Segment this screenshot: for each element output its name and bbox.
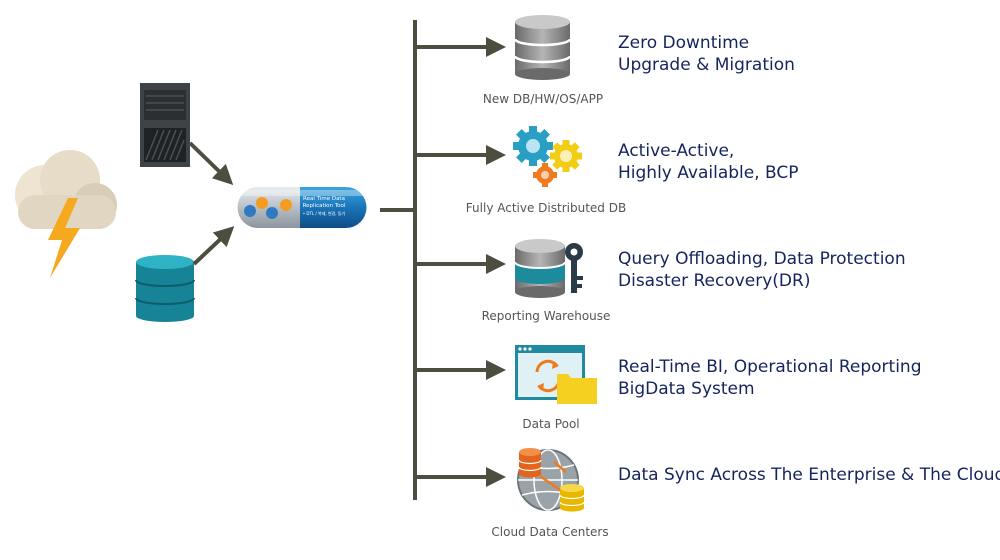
target-label-4: Data Pool xyxy=(522,417,579,431)
key-icon xyxy=(565,243,583,293)
gears-icon xyxy=(513,126,582,187)
database-to-capsule-arrow xyxy=(192,226,235,266)
description-line: Disaster Recovery(DR) xyxy=(618,270,811,291)
database-key-icon xyxy=(514,239,583,298)
description-line: Active-Active, xyxy=(618,141,735,161)
description-line: Zero Downtime xyxy=(618,33,750,53)
description-line: Query Offloading, Data Protection xyxy=(618,249,906,269)
capsule-title-line1: Real Time Data xyxy=(303,196,345,202)
teal-database-icon xyxy=(135,255,195,322)
capsule-dot-blue-icon xyxy=(244,205,256,217)
replication-capsule: Real Time Data Replication Tool • DTL / … xyxy=(237,187,367,228)
server-to-capsule-arrow xyxy=(188,141,234,185)
target-description-1: Zero Downtime Upgrade & Migration xyxy=(618,33,795,76)
description-line: Highly Available, BCP xyxy=(618,162,799,183)
target-label-2: Fully Active Distributed DB xyxy=(466,201,626,215)
capsule-dot-orange2-icon xyxy=(280,199,292,211)
description-line: Data Sync Across The Enterprise & The Cl… xyxy=(618,465,1000,485)
capsule-subtitle: • DTL / 복제, 변경, 동기 xyxy=(303,210,346,216)
server-tower-icon xyxy=(140,83,190,167)
description-line: BigData System xyxy=(618,378,755,399)
description-line: Real-Time BI, Operational Reporting xyxy=(618,357,922,377)
target-label-5: Cloud Data Centers xyxy=(491,525,608,539)
window-folder-sync-icon xyxy=(515,345,597,404)
target-label-1: New DB/HW/OS/APP xyxy=(483,92,603,106)
globe-databases-icon xyxy=(517,448,585,512)
description-line: Upgrade & Migration xyxy=(618,54,795,75)
orange-db-small-icon xyxy=(518,448,542,478)
target-description-3: Query Offloading, Data Protection Disast… xyxy=(618,249,906,292)
target-description-2: Active-Active, Highly Available, BCP xyxy=(618,141,799,184)
target-description-4: Real-Time BI, Operational Reporting BigD… xyxy=(618,357,922,400)
capsule-dot-orange1-icon xyxy=(256,197,268,209)
capsule-dot-blue2-icon xyxy=(266,207,278,219)
database-stack-icon xyxy=(513,15,572,80)
storm-cloud-icon xyxy=(15,150,117,278)
target-description-5: Data Sync Across The Enterprise & The Cl… xyxy=(618,465,1000,487)
capsule-title-line2: Replication Tool xyxy=(303,203,346,209)
target-label-3: Reporting Warehouse xyxy=(482,309,611,323)
yellow-db-small-icon xyxy=(559,484,585,512)
